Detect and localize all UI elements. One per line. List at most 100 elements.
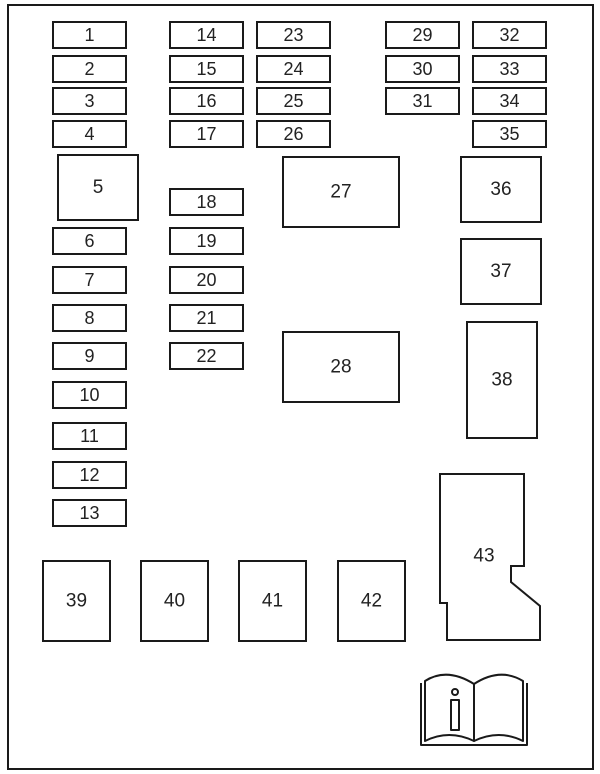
fuse-slot-label: 9 <box>84 346 94 366</box>
fuse-slot: 29 <box>385 21 460 49</box>
fuse-slot: 8 <box>52 304 127 332</box>
fuse-slot-label: 8 <box>84 308 94 328</box>
fuse-slot: 38 <box>466 321 538 439</box>
fuse-slot-outline <box>472 120 547 148</box>
fuse-slot-label: 16 <box>196 91 216 111</box>
fuse-slot-label: 1 <box>84 25 94 45</box>
fuse-slot-label: 26 <box>283 124 303 144</box>
fuse-slot-label: 5 <box>93 177 104 198</box>
fuse-slot: 18 <box>169 188 244 216</box>
fuse-slot: 25 <box>256 87 331 115</box>
fuse-slot-outline <box>42 560 111 642</box>
fuse-slot-label: 31 <box>412 91 432 111</box>
fuse-slot-label: 6 <box>84 231 94 251</box>
fuse-slot: 13 <box>52 499 127 527</box>
fuse-slot-label: 24 <box>283 59 303 79</box>
fuse-slot-outline <box>52 304 127 332</box>
fuse-slot-outline <box>169 120 244 148</box>
fuse-slot-label: 28 <box>330 357 351 378</box>
fuse-slot-outline <box>256 55 331 83</box>
fuse-slot-label: 10 <box>79 385 99 405</box>
fuse-slot: 23 <box>256 21 331 49</box>
fuse-slot-label: 25 <box>283 91 303 111</box>
fuse-slot: 7 <box>52 266 127 294</box>
fuse-slot-outline <box>472 55 547 83</box>
fuse-slot: 4 <box>52 120 127 148</box>
fuse-slot-label: 42 <box>361 591 382 612</box>
fuse-slot-label: 22 <box>196 346 216 366</box>
fuse-slot-outline <box>52 422 127 450</box>
fuse-slot-outline <box>169 87 244 115</box>
fuse-slot-outline <box>52 381 127 409</box>
fuse-slot-label: 36 <box>490 179 511 200</box>
fuse-slot: 32 <box>472 21 547 49</box>
fuse-slot: 34 <box>472 87 547 115</box>
fuse-slot-label: 12 <box>79 465 99 485</box>
fuse-slot: 40 <box>140 560 209 642</box>
fuse-slot: 35 <box>472 120 547 148</box>
fuse-slot-outline <box>52 499 127 527</box>
fuse-slot-outline <box>57 154 139 221</box>
fuse-slot-label: 11 <box>80 426 99 446</box>
fuse-slot-outline <box>385 55 460 83</box>
fuse-slot-outline <box>169 188 244 216</box>
fuse-slot: 14 <box>169 21 244 49</box>
fuse-slot-outline <box>52 342 127 370</box>
fuse-slot-outline <box>337 560 406 642</box>
fuse-slot-label: 33 <box>499 59 519 79</box>
fuse-slot-outline <box>256 120 331 148</box>
fuse-slot-label: 19 <box>196 231 216 251</box>
fuse-slot: 30 <box>385 55 460 83</box>
fuse-slot-outline <box>472 87 547 115</box>
fuse-slot-label: 37 <box>490 261 511 282</box>
fuse-slot: 1 <box>52 21 127 49</box>
fuse-slot: 3 <box>52 87 127 115</box>
fuse-slot-outline <box>385 87 460 115</box>
fuse-slot: 39 <box>42 560 111 642</box>
fuse-slot-label: 13 <box>79 503 99 523</box>
fuse-slot-label: 14 <box>196 25 216 45</box>
fuse-slot-outline <box>460 238 542 305</box>
fuse-slot: 11 <box>52 422 127 450</box>
fuse-slot: 41 <box>238 560 307 642</box>
fuse-slot-outline <box>256 87 331 115</box>
fuse-slot-label: 30 <box>412 59 432 79</box>
fuse-slot-label: 38 <box>491 370 512 391</box>
fuse-slot: 21 <box>169 304 244 332</box>
fuse-slot-outline <box>169 55 244 83</box>
fuse-slot-label: 21 <box>196 308 216 328</box>
fuse-slot-label: 32 <box>499 25 519 45</box>
fuse-slot: 15 <box>169 55 244 83</box>
fuse-slot: 19 <box>169 227 244 255</box>
fuse-slot-label: 29 <box>412 25 432 45</box>
fuse-slot-label: 40 <box>164 591 185 612</box>
fuse-slot-label: 35 <box>499 124 519 144</box>
fuse-slot-outline <box>282 156 400 228</box>
manual-book-icon: i <box>420 673 528 746</box>
fuse-slot-label: 15 <box>196 59 216 79</box>
fuse-slot-outline <box>52 266 127 294</box>
fuse-slot: 24 <box>256 55 331 83</box>
fuse-slot-label: 7 <box>84 270 94 290</box>
fuse-slot: 22 <box>169 342 244 370</box>
fuse-slot-outline <box>52 461 127 489</box>
fuse-slot-outline <box>169 227 244 255</box>
fuse-slot: 37 <box>460 238 542 305</box>
fuse-slot-outline <box>466 321 538 439</box>
fuse-slot-outline <box>169 21 244 49</box>
fuse-slot: 33 <box>472 55 547 83</box>
fuse-slot-label: 27 <box>330 182 351 203</box>
fuse-slot-outline <box>238 560 307 642</box>
fuse-slot-label: 39 <box>66 591 87 612</box>
fuse-slot-label: 3 <box>84 91 94 111</box>
fuse-slot-label: 4 <box>84 124 94 144</box>
fuse-slot-irregular: 43 <box>439 473 541 641</box>
fuse-slot-outline <box>169 304 244 332</box>
fuse-slot-label: 2 <box>84 59 94 79</box>
fuse-slot: 5 <box>57 154 139 221</box>
fuse-slot-label: 43 <box>473 546 494 567</box>
fuse-slot: 28 <box>282 331 400 403</box>
fuse-slot: 26 <box>256 120 331 148</box>
fuse-slot-label: 17 <box>196 124 216 144</box>
fuse-slot: 42 <box>337 560 406 642</box>
